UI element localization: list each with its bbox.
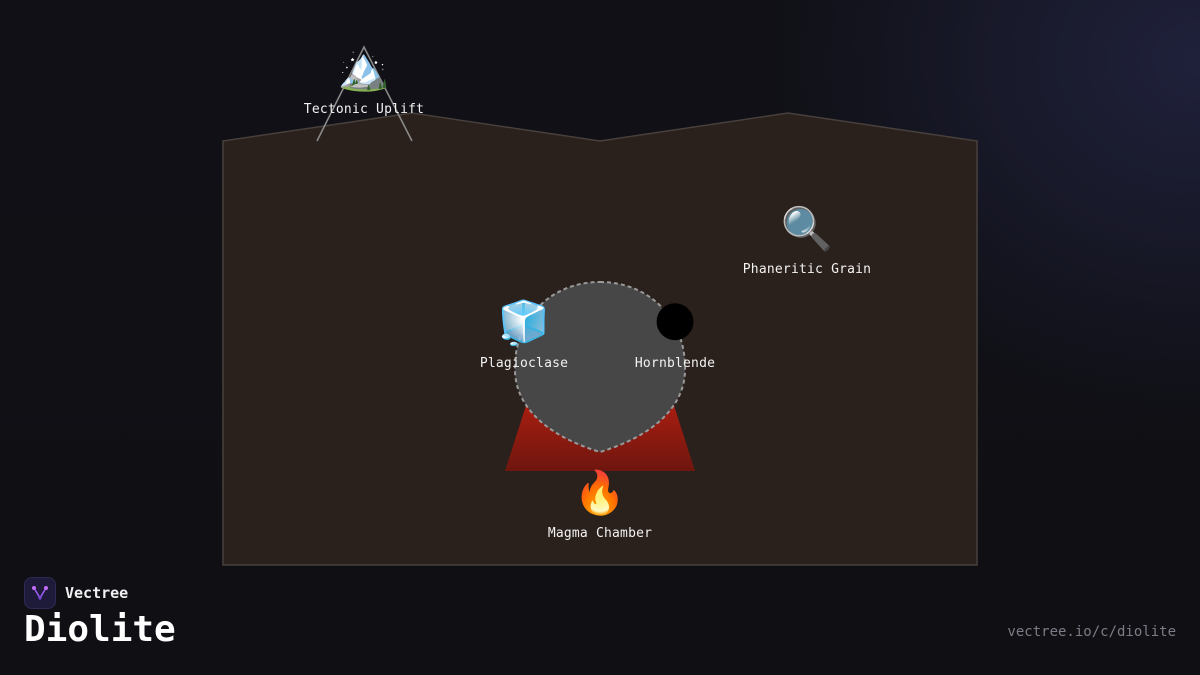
vectree-logo-icon [24,577,56,609]
mountain-icon: 🏔️ [337,44,391,93]
mountain-outline [316,45,413,142]
node-label-hornblende: Hornblende [634,356,716,371]
dark-moon-icon: 🌑 [653,298,697,347]
node-label-plagioclase: Plagioclase [479,356,569,371]
source-url[interactable]: vectree.io/c/diolite [1007,624,1176,640]
page-title: Diolite [24,609,176,650]
magnifier-icon: 🔍 [780,204,834,253]
fire-icon: 🔥 [573,468,627,517]
ice-cube-icon: 🧊 [497,298,551,347]
node-label-phaneritic-grain: Phaneritic Grain [742,262,872,277]
brand-name: Vectree [65,584,129,602]
node-label-magma-chamber: Magma Chamber [547,526,653,541]
brand[interactable]: Vectree [24,577,128,609]
node-label-tectonic-uplift: Tectonic Uplift [303,102,425,117]
pluton-body [513,280,687,454]
